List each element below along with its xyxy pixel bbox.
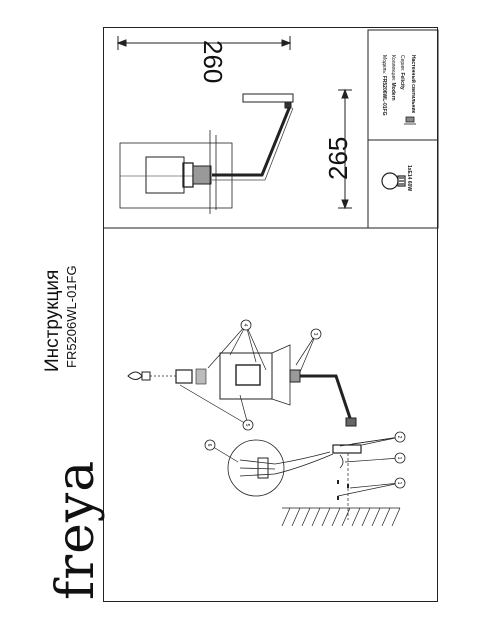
callout-5-label: 5 bbox=[244, 424, 250, 427]
callout-2-label: 2 bbox=[396, 436, 402, 439]
callout-2: 2 bbox=[394, 431, 406, 443]
callout-1a-label: 1 bbox=[396, 457, 402, 460]
wall-mount-icon bbox=[404, 116, 416, 125]
wall-hatching bbox=[281, 507, 401, 527]
width-arrow-right bbox=[281, 39, 292, 47]
callout-1b: 1 bbox=[394, 477, 406, 489]
wall-plate bbox=[242, 93, 294, 103]
callout-4-label: 4 bbox=[242, 324, 248, 327]
callout-6-label: 6 bbox=[206, 444, 212, 447]
callout-3-label: 3 bbox=[312, 333, 318, 336]
width-arrow-left bbox=[116, 39, 127, 47]
callout-4: 4 bbox=[240, 319, 252, 331]
exploded-socket bbox=[175, 369, 193, 384]
bulb-icon bbox=[381, 172, 406, 190]
candle-bulb bbox=[127, 371, 151, 381]
callout-leaders bbox=[179, 324, 401, 497]
wall-arm bbox=[212, 105, 292, 177]
callout-1a: 1 bbox=[394, 452, 406, 464]
exploded-shade bbox=[219, 352, 273, 400]
callout-3: 3 bbox=[310, 328, 322, 340]
mounting-plate bbox=[332, 444, 362, 454]
info-table bbox=[367, 29, 439, 229]
wiring-detail bbox=[239, 451, 334, 479]
drawing-frame bbox=[103, 27, 438, 602]
socket-holder bbox=[192, 165, 212, 185]
callout-5: 5 bbox=[242, 419, 254, 431]
callout-1b-label: 1 bbox=[396, 482, 402, 485]
wiring-detail-circle bbox=[227, 439, 285, 497]
shade-inner-box bbox=[145, 156, 185, 194]
callout-6: 6 bbox=[204, 439, 216, 451]
